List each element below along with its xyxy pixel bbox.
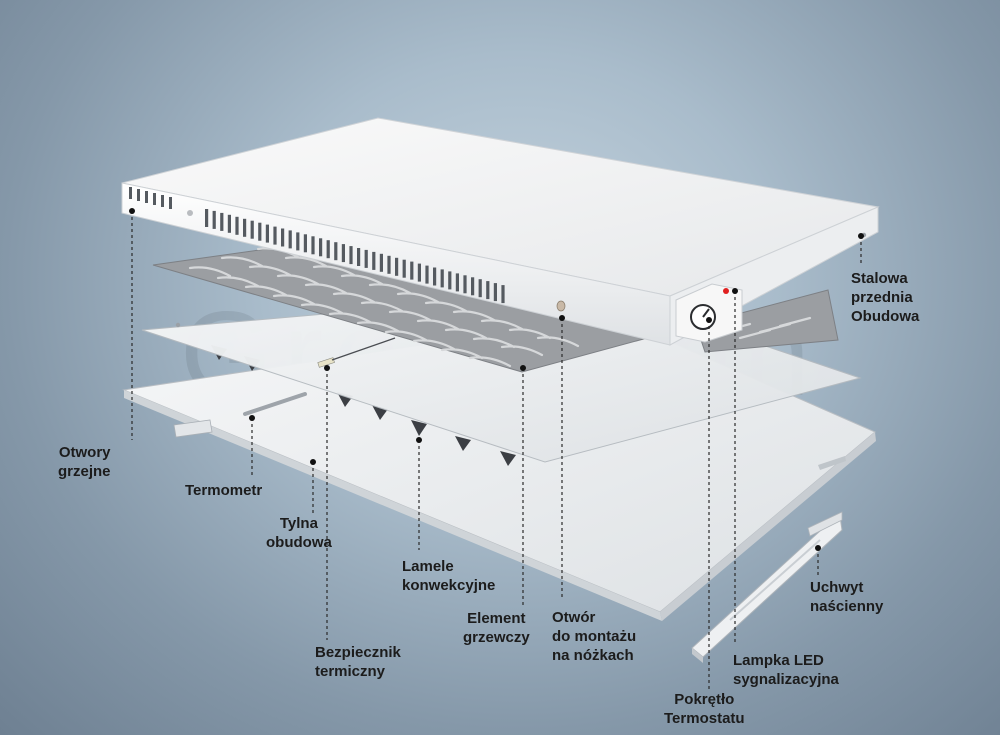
vent-slot: [410, 261, 414, 280]
vent-slot: [440, 269, 444, 288]
vent-slot: [478, 279, 482, 298]
led-indicator: [723, 288, 729, 294]
vent-slot: [455, 273, 459, 292]
vent-slot: [357, 248, 361, 266]
vent-slots: [205, 209, 505, 304]
vent-slot: [288, 230, 292, 249]
label-termometr: Termometr: [185, 482, 263, 499]
vent-slot: [417, 263, 421, 282]
vent-slot: [379, 253, 383, 272]
vent-slot: [205, 209, 209, 227]
vent-slot: [334, 242, 338, 261]
heating-element: [152, 239, 839, 373]
vent-slot: [387, 255, 391, 274]
vent-slot: [319, 238, 323, 257]
vent-slot: [281, 228, 285, 247]
vent-slot: [395, 257, 399, 276]
vent-slot: [402, 259, 406, 278]
vent-slot: [303, 234, 307, 253]
vent-slot: [273, 226, 277, 245]
vent-slot: [326, 240, 330, 259]
vent-slot: [311, 236, 315, 255]
vent-slot: [372, 251, 376, 270]
vent-slot: [493, 283, 497, 302]
vent-slot: [471, 277, 475, 296]
vent-slot: [296, 232, 300, 251]
vent-slot: [349, 246, 353, 265]
vent-slot: [341, 244, 345, 263]
vent-slot: [243, 218, 247, 237]
vent-slot: [501, 285, 505, 304]
vent-slot: [364, 249, 368, 268]
wall-bracket: [691, 511, 843, 663]
leader-dots: [129, 208, 864, 551]
vent-slot: [258, 222, 262, 241]
leader-lines: [131, 211, 862, 690]
vent-slot: [220, 212, 224, 231]
vent-slot: [433, 267, 437, 286]
vent-slot: [486, 281, 490, 300]
vent-slot: [250, 220, 254, 239]
vent-slot: [463, 275, 467, 294]
vent-slot: [265, 224, 269, 243]
vent-slot: [235, 216, 239, 235]
front-housing: [121, 117, 880, 346]
vent-slot: [448, 271, 452, 290]
vent-slot: [425, 265, 429, 284]
vent-slot: [212, 210, 216, 229]
vent-slot: [227, 214, 231, 233]
